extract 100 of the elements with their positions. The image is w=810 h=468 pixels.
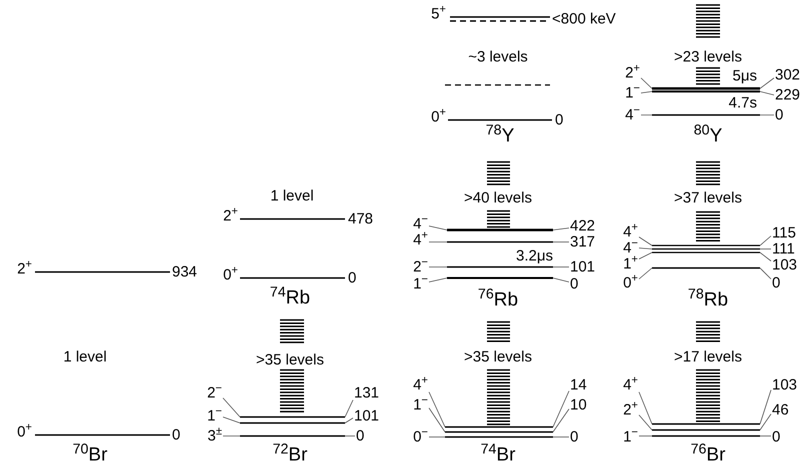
dashed-level-line: [445, 84, 550, 86]
energy-level-line: [447, 266, 553, 268]
leader-line: [552, 228, 570, 230]
energy-value: 0: [772, 276, 780, 290]
spin-parity: 4$^{+}$: [623, 378, 638, 392]
level-count: >23 levels: [674, 50, 742, 64]
energy-level-line: [652, 248, 760, 250]
energy-level-line: [652, 267, 760, 269]
leader-line: [552, 278, 570, 282]
energy-value: 0: [348, 270, 356, 286]
energy-value: 46: [772, 402, 789, 418]
energy-level-line: [447, 277, 553, 279]
level-count: >35 levels: [256, 352, 324, 368]
energy-level-line: [35, 271, 170, 273]
level-count: >40 levels: [464, 190, 532, 206]
spin-parity: 1$^{−}$: [413, 398, 428, 412]
spin-parity: 1$^{−}$: [207, 408, 222, 424]
spin-parity: 5$^{+}$: [431, 6, 446, 22]
energy-level-line: [448, 119, 552, 121]
energy-level-line: [240, 277, 345, 279]
leader-line: [641, 114, 652, 116]
leader-line: [428, 392, 446, 428]
energy-value: 101: [570, 260, 596, 274]
leader-line: [760, 414, 772, 430]
leader-line: [760, 236, 772, 246]
energy-value: 103: [772, 378, 798, 392]
energy-value: 478: [348, 212, 374, 226]
leader-line: [428, 266, 448, 268]
energy-level-line: [652, 429, 760, 431]
leader-line: [638, 268, 652, 280]
energy-level-line: [652, 87, 760, 90]
energy-value: 0: [772, 430, 780, 444]
leader-line: [428, 226, 448, 230]
energy-value: 422: [570, 218, 596, 234]
leader-line: [552, 390, 570, 428]
spin-parity: 2$^{+}$: [223, 208, 238, 224]
half-life: 3.2μs: [516, 248, 553, 264]
energy-level-line: [450, 16, 550, 18]
energy-value: 0: [172, 428, 180, 442]
half-life: 5μs: [732, 68, 757, 84]
leader-line: [638, 414, 652, 430]
spin-parity: 2$^{+}$: [17, 262, 32, 276]
spin-parity: 2$^{+}$: [623, 402, 638, 418]
spin-parity: 4$^{−}$: [413, 216, 428, 232]
spin-parity: 0$^{+}$: [623, 276, 638, 290]
energy-level-line: [240, 422, 345, 424]
leader-line: [760, 78, 774, 89]
leader-line: [428, 436, 446, 438]
energy-value: 317: [570, 234, 596, 250]
level-count: 1 level: [63, 350, 107, 364]
leader-line: [222, 398, 240, 418]
leader-line: [760, 268, 772, 280]
energy-level-line: [652, 114, 760, 116]
nuclide-name: $^{72}$Br: [272, 446, 308, 464]
half-life: 4.7s: [728, 96, 757, 110]
energy-level-line: [652, 423, 760, 425]
spin-parity: 0$^{+}$: [223, 268, 238, 282]
spin-parity: 2$^{+}$: [625, 66, 640, 80]
leader-line: [428, 408, 446, 432]
energy-value: 0: [775, 108, 784, 122]
leader-line: [640, 78, 652, 89]
energy-value: 0: [555, 112, 564, 128]
energy-level-line: [240, 435, 345, 437]
leader-line: [552, 408, 570, 432]
energy-value: 115: [772, 226, 796, 240]
level-count: >35 levels: [464, 350, 532, 364]
spin-parity: 0$^{+}$: [17, 424, 32, 440]
energy-level-line: [445, 426, 553, 428]
leader-line: [638, 236, 652, 246]
energy-level-line: [652, 244, 760, 246]
leader-line: [640, 91, 652, 94]
spin-parity: 1$^{−}$: [623, 430, 638, 444]
leader-line: [344, 418, 354, 424]
level-count: ~3 levels: [468, 50, 528, 64]
spin-parity: 1$^{−}$: [625, 86, 640, 100]
level-count: 1 level: [270, 188, 314, 204]
nuclide-name: $^{74}$Br: [480, 446, 516, 464]
energy-level-line: [35, 434, 170, 436]
energy-level-line: [652, 435, 760, 437]
spin-parity: 1$^{−}$: [413, 276, 428, 292]
nuclide-name: $^{78}$Rb: [688, 290, 728, 310]
energy-value: 10: [570, 398, 587, 412]
energy-value: 229: [775, 88, 800, 102]
spin-parity: 1$^{+}$: [623, 256, 638, 272]
leader-line: [344, 400, 354, 418]
spin-parity: 0$^{+}$: [431, 110, 446, 124]
level-count: >37 levels: [674, 190, 742, 206]
nuclide-name: $^{76}$Rb: [478, 290, 518, 310]
spin-parity: 4$^{−}$: [623, 240, 638, 256]
leader-line: [638, 392, 652, 424]
spin-parity: 4$^{+}$: [623, 224, 638, 240]
spin-parity: 2$^{−}$: [207, 386, 222, 400]
leader-line: [638, 252, 652, 260]
level-count: >17 levels: [674, 350, 742, 364]
leader-line: [760, 91, 774, 96]
leader-line: [552, 266, 570, 268]
energy-level-line: [447, 228, 553, 232]
leader-line: [638, 248, 652, 250]
energy-value: 14: [570, 378, 587, 392]
leader-line: [760, 252, 772, 262]
